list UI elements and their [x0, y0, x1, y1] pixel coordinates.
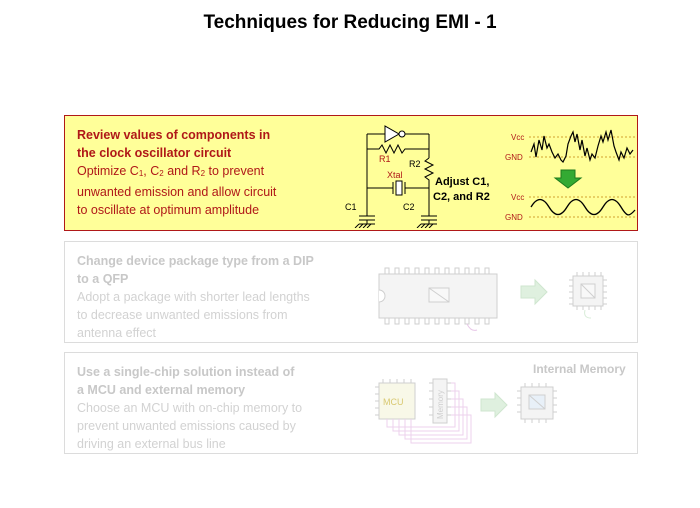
mcu-chip-icon	[378, 382, 416, 420]
single-chip-diagram: MCU Memory	[375, 378, 557, 444]
memory-chip-icon	[432, 378, 448, 424]
right-arrow-icon	[480, 391, 508, 419]
body-line: Adopt a package with shorter lead length…	[77, 290, 310, 304]
subscript: 2	[200, 169, 206, 178]
panel-body: Optimize C1, C2 and R2 to prevent unwant…	[77, 162, 347, 219]
noisy-waveform	[530, 129, 634, 164]
vcc-top-label: Vcc	[511, 133, 524, 142]
crystal-icon	[395, 180, 403, 196]
body-fragment: to prevent	[205, 164, 265, 178]
external-bus-lines	[386, 382, 472, 444]
body-line: prevent unwanted emissions caused by	[77, 419, 296, 433]
label-c1: C1	[345, 202, 357, 212]
panel-heading: Use a single-chip solution instead of a …	[77, 363, 347, 399]
label-c2: C2	[403, 202, 415, 212]
panel-text: Review values of components in the clock…	[77, 126, 347, 219]
down-arrow-icon	[553, 169, 583, 189]
memory-label: Memory	[436, 390, 445, 419]
body-line: to oscillate at optimum amplitude	[77, 203, 260, 217]
single-chip-mcu-icon	[517, 383, 557, 423]
heading-line: Use a single-chip solution instead of	[77, 365, 295, 379]
inverter-icon	[384, 125, 401, 143]
panel-body: Choose an MCU with on-chip memory to pre…	[77, 399, 347, 453]
technique-panel-oscillator: Review values of components in the clock…	[64, 115, 638, 231]
body-fragment: and R	[163, 164, 201, 178]
resistor-r1-icon	[367, 143, 429, 155]
body-line: Optimize C1, C2 and R2 to prevent	[77, 162, 347, 183]
body-line: Choose an MCU with on-chip memory to	[77, 401, 303, 415]
body-fragment: Optimize C	[77, 164, 139, 178]
heading-line: a MCU and external memory	[77, 383, 246, 397]
body-line: antenna effect	[77, 326, 157, 340]
label-r1: R1	[379, 154, 391, 164]
qfp-package-icon	[569, 272, 607, 319]
right-arrow-icon	[520, 278, 548, 306]
body-line: driving an external bus line	[77, 437, 226, 451]
panel-heading: Change device package type from a DIP to…	[77, 252, 347, 288]
adjust-label-line2: C2, and R2	[433, 191, 490, 203]
body-line: to decrease unwanted emissions from	[77, 308, 288, 322]
technique-panel-single-chip: Use a single-chip solution instead of a …	[64, 352, 638, 454]
dip-top-pins	[384, 267, 490, 275]
heading-line: Review values of components in	[77, 128, 271, 142]
panel-text: Use a single-chip solution instead of a …	[77, 363, 347, 453]
internal-memory-label: Internal Memory	[533, 362, 626, 376]
heading-line: Change device package type from a DIP	[77, 254, 314, 268]
subscript: 1	[138, 169, 144, 178]
panel-heading: Review values of components in the clock…	[77, 126, 347, 162]
resistor-r2-icon	[423, 157, 435, 188]
oscillator-circuit-diagram: R1 R2 Xtal C1 C2 Adjust C1, C2, and R2	[345, 125, 490, 228]
heading-line: to a QFP	[77, 272, 129, 286]
mcu-label: MCU	[383, 397, 404, 407]
panel-body: Adopt a package with shorter lead length…	[77, 288, 347, 342]
waveform-diagram: Vcc GND Vcc GND	[505, 129, 636, 222]
panel-text: Change device package type from a DIP to…	[77, 252, 347, 342]
body-fragment: , C	[143, 164, 160, 178]
package-diagram	[378, 267, 607, 331]
label-xtal: Xtal	[387, 170, 403, 180]
technique-panel-package: Change device package type from a DIP to…	[64, 241, 638, 343]
adjust-label-line1: Adjust C1,	[435, 176, 489, 188]
sine-waveform	[530, 198, 636, 216]
subscript: 2	[159, 169, 164, 178]
vcc-bottom-label: Vcc	[511, 193, 524, 202]
label-r2: R2	[409, 159, 421, 169]
dip-bottom-pins	[384, 317, 490, 325]
slide-title: Techniques for Reducing EMI - 1	[203, 12, 497, 33]
heading-line: the clock oscillator circuit	[77, 146, 232, 160]
gnd-top-label: GND	[505, 153, 523, 162]
gnd-bottom-label: GND	[505, 213, 523, 222]
body-line: unwanted emission and allow circuit	[77, 185, 277, 199]
